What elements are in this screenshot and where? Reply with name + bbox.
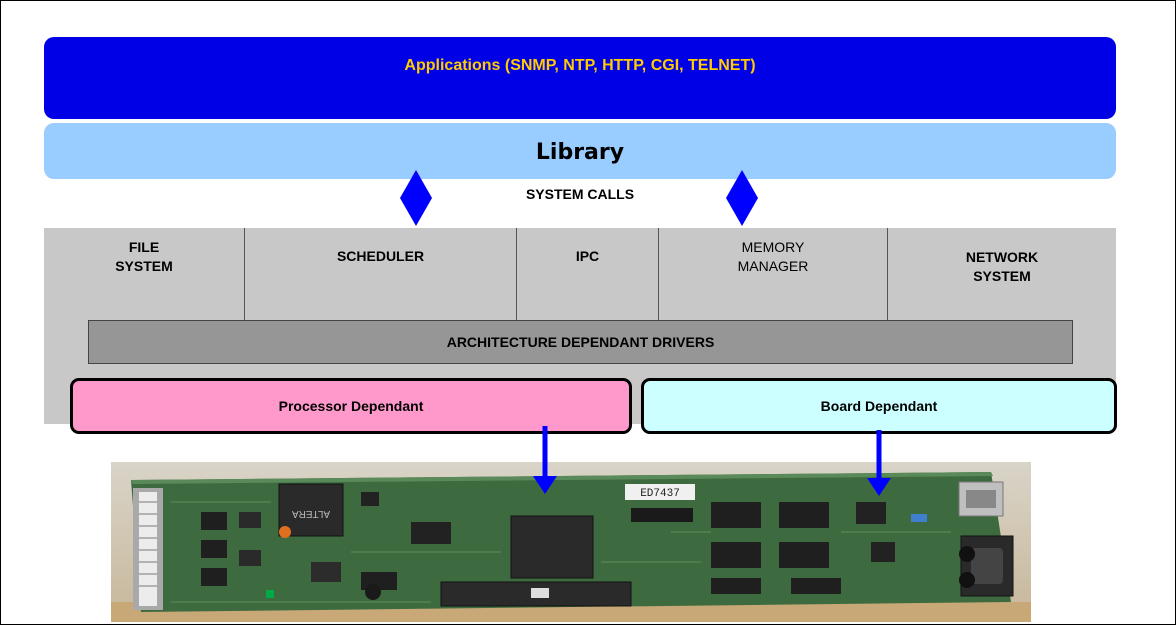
file-system-module: FILE SYSTEM: [44, 238, 244, 276]
processor-arrow: [533, 426, 557, 494]
file-system-line1: FILE: [128, 239, 160, 255]
applications-layer: Applications (SNMP, NTP, HTTP, CGI, TELN…: [44, 37, 1116, 119]
scheduler-module: SCHEDULER: [336, 248, 425, 264]
memory-manager-line2: MANAGER: [737, 258, 809, 274]
library-layer: Library: [44, 123, 1116, 179]
file-system-line2: SYSTEM: [115, 258, 173, 274]
memory-manager-module: MEMORY MANAGER: [659, 238, 887, 276]
system-calls-label: SYSTEM CALLS: [525, 186, 635, 202]
library-label: Library: [535, 140, 625, 165]
applications-label: Applications (SNMP, NTP, HTTP, CGI, TELN…: [404, 57, 756, 74]
ipc-module: IPC: [575, 248, 600, 264]
kernel-divider: [887, 228, 888, 320]
memory-manager-line1: MEMORY: [741, 239, 805, 255]
system-call-diamond-left: [400, 170, 432, 226]
network-system-module: NETWORK SYSTEM: [888, 248, 1116, 286]
network-system-line2: SYSTEM: [973, 268, 1031, 284]
svg-text:ALTERA: ALTERA: [292, 508, 330, 519]
architecture-drivers-layer: ARCHITECTURE DEPENDANT DRIVERS: [88, 320, 1073, 364]
board-dependant-box: Board Dependant: [641, 378, 1117, 434]
network-system-line1: NETWORK: [965, 249, 1039, 265]
processor-dependant-box: Processor Dependant: [70, 378, 632, 434]
system-call-diamond-right: [726, 170, 758, 226]
board-dependant-label: Board Dependant: [820, 398, 938, 414]
kernel-divider: [516, 228, 517, 320]
photo-chip-label: ED7437: [640, 488, 680, 500]
kernel-divider: [244, 228, 245, 320]
processor-dependant-label: Processor Dependant: [278, 398, 424, 414]
architecture-drivers-label: ARCHITECTURE DEPENDANT DRIVERS: [446, 334, 715, 350]
board-arrow: [867, 430, 891, 496]
kernel-divider: [658, 228, 659, 320]
circuit-board-photo: ALTERA ED7437: [111, 462, 1031, 622]
